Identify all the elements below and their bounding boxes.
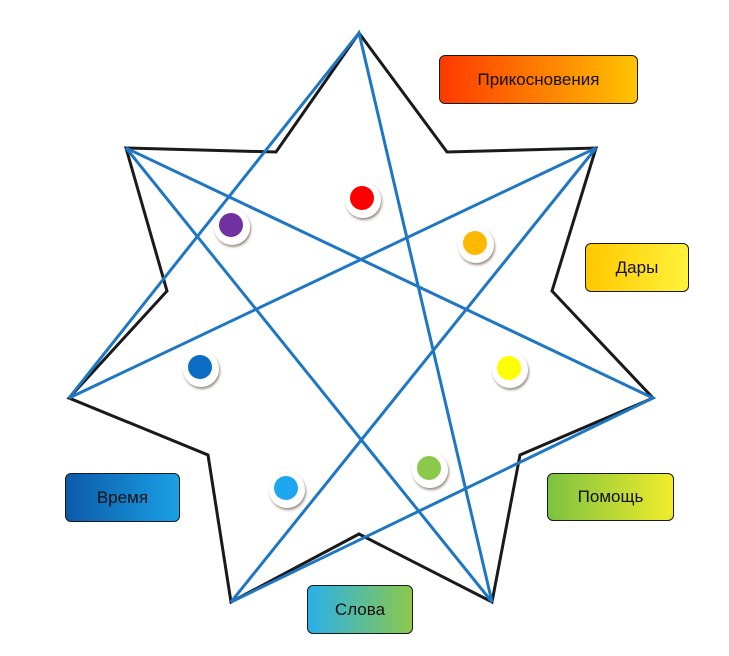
label-words-text: Слова <box>334 599 386 619</box>
blue-dot-fill <box>188 355 212 379</box>
red-dot-fill <box>350 186 374 210</box>
label-help: Помощь <box>547 473 674 521</box>
yellow-dot-fill <box>497 356 521 380</box>
red-dot <box>345 182 381 218</box>
yellow-dot <box>492 352 528 388</box>
blue-dot <box>183 351 219 387</box>
dots-group <box>183 182 528 508</box>
purple-dot <box>214 209 250 245</box>
heptagram-lines <box>67 29 657 604</box>
label-touch-text: Прикосновения <box>477 69 600 89</box>
label-help-text: Помощь <box>577 487 644 506</box>
green-dot-fill <box>417 456 441 480</box>
star-outline <box>66 30 656 605</box>
label-words: Слова <box>307 585 413 634</box>
purple-dot-fill <box>219 213 243 237</box>
label-gifts-text: Дары <box>615 257 659 277</box>
cyan-dot-fill <box>274 476 298 500</box>
orange-dot-fill <box>463 231 487 255</box>
orange-dot <box>458 227 494 263</box>
label-time: Время <box>65 473 180 522</box>
cyan-dot <box>269 472 305 508</box>
label-gifts: Дары <box>585 243 689 292</box>
green-dot <box>412 452 448 488</box>
label-time-text: Время <box>96 487 149 507</box>
label-touch: Прикосновения <box>439 55 638 104</box>
